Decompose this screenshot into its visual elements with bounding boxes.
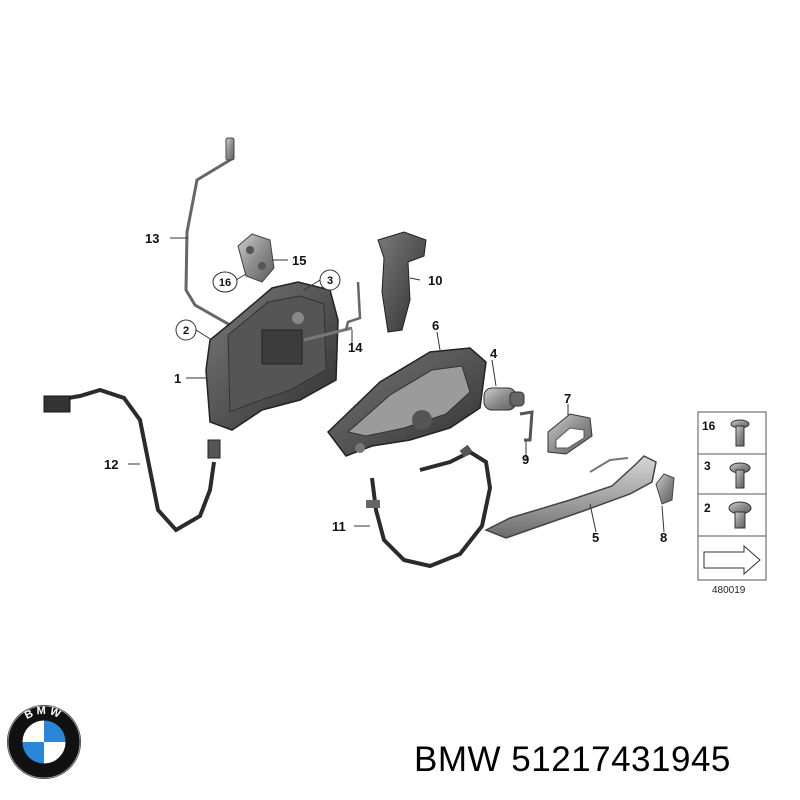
callout-labels: 13 2 1 3 15 16 10 14 6 4 7 9 5 8 12 11 [104, 231, 667, 545]
svg-text:3: 3 [327, 275, 333, 287]
callout-4: 4 [490, 346, 498, 361]
part-14-rod [344, 281, 362, 331]
legend-screw-2-icon [728, 501, 752, 529]
callout-6: 6 [432, 318, 439, 333]
legend-box: 16 3 2 480019 [697, 411, 767, 596]
callout-9: 9 [522, 452, 529, 467]
legend-screw-3-icon [729, 462, 751, 489]
callout-14: 14 [348, 340, 363, 355]
callout-15: 15 [292, 253, 306, 268]
legend-item-3: 3 [704, 459, 711, 473]
part-number-caption: BMW 51217431945 [414, 740, 731, 779]
callout-11: 11 [332, 519, 346, 534]
part-15-bracket [237, 233, 275, 283]
part-13-rod [184, 137, 235, 327]
part-4-lock-cylinder [483, 387, 525, 411]
part-10-bracket [377, 231, 427, 333]
callout-13: 13 [145, 231, 159, 246]
legend-screw-16-icon [730, 419, 750, 447]
leader-lines [128, 237, 665, 533]
callout-2: 2 [175, 319, 197, 341]
svg-text:2: 2 [183, 325, 189, 337]
svg-text:BMW: BMW [23, 705, 65, 722]
bmw-logo-icon: BMW [7, 705, 81, 779]
legend-direction-arrow-icon [703, 544, 761, 576]
part-6-handle-carrier [327, 347, 487, 457]
part-5-outer-handle [484, 455, 657, 539]
part-12-cable [43, 387, 221, 533]
callout-1: 1 [174, 371, 181, 386]
callout-12: 12 [104, 457, 118, 472]
legend-ref-number: 480019 [712, 585, 746, 596]
legend-item-16: 16 [702, 419, 716, 433]
callout-8: 8 [660, 530, 667, 545]
part-7-gasket [547, 413, 593, 455]
callout-16: 16 [212, 271, 238, 293]
callout-5: 5 [592, 530, 599, 545]
callout-7: 7 [564, 391, 571, 406]
part-1-lock-housing [205, 281, 353, 431]
legend-item-2: 2 [704, 501, 711, 515]
part-9-clip [519, 410, 534, 442]
callout-3: 3 [319, 269, 341, 291]
callout-10: 10 [428, 273, 442, 288]
svg-text:16: 16 [219, 277, 231, 289]
part-8-cap [655, 473, 675, 505]
part-11-cable [366, 444, 493, 569]
